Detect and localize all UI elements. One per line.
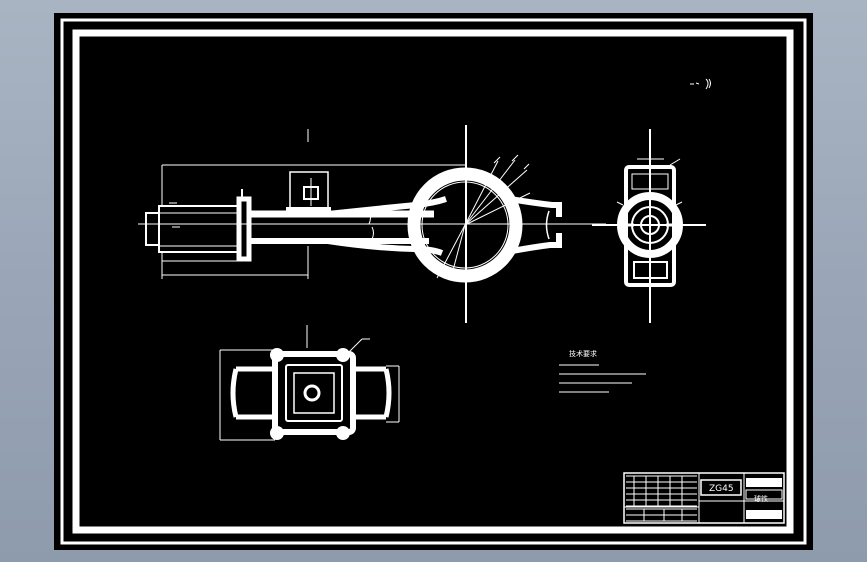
tech-req-lines — [559, 364, 646, 393]
tech-req-heading: 技术要求 — [569, 349, 597, 358]
corner-note — [690, 78, 711, 90]
title-grid-top — [626, 475, 697, 507]
inner-border — [72, 29, 794, 534]
title-block: ZG45 球铁 — [623, 472, 785, 524]
technical-requirements: 技术要求 — [559, 349, 646, 393]
title-material: ZG45 — [709, 484, 734, 494]
side-view — [592, 129, 706, 323]
cad-viewport[interactable]: 技术要求 ZG45 球铁 — [54, 13, 813, 550]
title-grid-bottom — [626, 508, 697, 522]
outer-border — [60, 18, 807, 545]
main-view — [138, 125, 606, 323]
section-view — [219, 325, 400, 441]
engineering-drawing: 技术要求 ZG45 球铁 — [60, 18, 807, 545]
